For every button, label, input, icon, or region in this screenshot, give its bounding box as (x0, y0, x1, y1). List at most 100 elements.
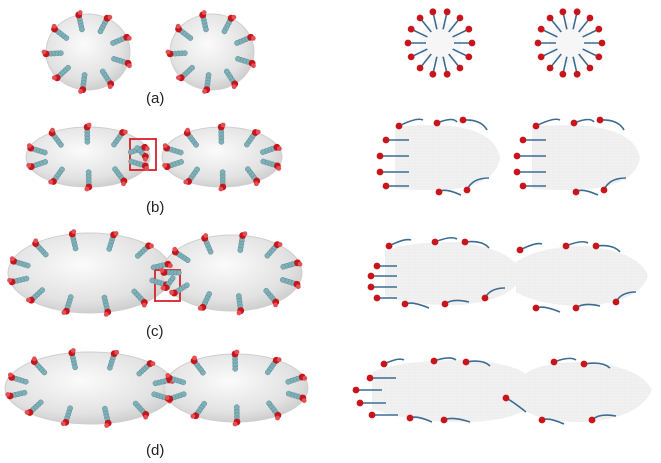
schematic-surfactant (429, 56, 438, 78)
schematic-surfactant (352, 386, 382, 394)
schematic-surfactant (519, 182, 546, 190)
surfactant-molecule (134, 145, 149, 162)
schematic-surfactant (356, 399, 386, 407)
surfactant-molecule (175, 64, 195, 82)
surfactant-molecules-d (5, 348, 308, 428)
surfactant-molecule (110, 33, 132, 46)
surfactant-molecule (171, 246, 191, 264)
surfactant-molecule (197, 291, 213, 311)
schematic-surfactant (546, 14, 562, 33)
schematic-surfactant (572, 8, 581, 30)
surfactant-molecule (111, 56, 132, 69)
surfactant-molecule (235, 293, 245, 316)
schematic-surfactant (366, 374, 396, 382)
surfactant-molecule (201, 233, 214, 255)
schematic-surfactant (406, 414, 433, 423)
surfactant-molecule (285, 390, 307, 403)
schematic-rod-left-c (385, 242, 522, 305)
schematic-surfactant (572, 56, 581, 78)
schematic-rod-left (395, 125, 500, 190)
surfactant-molecule (160, 275, 176, 292)
snapshot-row-c (7, 229, 303, 317)
schematic-surfactant (582, 48, 603, 61)
schematic-surfactant (559, 8, 568, 30)
surfactant-molecule (9, 256, 31, 269)
schematic-surfactant (537, 25, 558, 38)
schematic-surfactant (578, 53, 594, 72)
surfactant-molecule (150, 260, 173, 271)
schematic-surfactant (534, 39, 556, 47)
schematic-surfactant (463, 177, 490, 194)
surfactant-molecules-a (41, 10, 256, 94)
schematic-surfactant (572, 188, 599, 196)
surfactant-molecule (175, 23, 194, 41)
schematic-surfactant (416, 14, 432, 33)
surfactant-molecule (221, 14, 237, 35)
surfactant-molecule (30, 356, 48, 376)
surfactant-molecule (190, 400, 208, 420)
schematic-surfactant (367, 272, 397, 280)
schematic-surfactant (376, 152, 409, 160)
surfactant-molecule (78, 72, 88, 94)
surfactant-molecule (260, 143, 282, 155)
surfactant-molecule (223, 68, 239, 90)
schematic-drawings (352, 8, 652, 425)
schematic-surfactant (385, 238, 412, 250)
surfactant-molecule (279, 277, 301, 290)
schematic-surfactant (368, 411, 398, 419)
surfactant-molecule (60, 405, 73, 427)
schematic-surfactant (537, 48, 558, 61)
schematic-surfactant (532, 118, 561, 130)
surfactant-molecule (26, 143, 48, 156)
surfactant-molecule (112, 166, 128, 187)
schematic-surfactant (407, 25, 428, 38)
surfactant-molecule (111, 129, 128, 148)
schematic-rod-right-c (516, 246, 648, 306)
panel-label-b: (b) (146, 199, 164, 216)
highlight-box-c (154, 269, 181, 302)
schematic-surfactant (600, 177, 627, 194)
schematic-surfactant (513, 152, 546, 160)
schematic-row-b (376, 116, 640, 196)
schematic-surfactant (440, 416, 471, 424)
schematic-surfactant (382, 136, 409, 144)
schematic-surfactant (373, 294, 397, 302)
surfactant-molecule (264, 241, 283, 259)
panel-label-a: (a) (146, 90, 164, 107)
schematic-surfactant (513, 168, 546, 176)
surfactant-molecule (101, 294, 112, 317)
schematic-rod-right (532, 125, 640, 190)
surfactant-molecule (244, 129, 261, 148)
schematic-sphere-right (549, 22, 591, 64)
schematic-surfactant (612, 291, 637, 306)
surfactant-molecule (162, 159, 184, 171)
schematic-surfactant (572, 303, 601, 312)
surfactant-molecule (162, 143, 184, 156)
surfactant-molecule (202, 72, 212, 94)
surfactant-molecule (48, 166, 65, 185)
schematic-surfactant (532, 304, 561, 313)
schematic-surfactant (459, 116, 488, 131)
schematic-surfactant (442, 56, 451, 78)
surfactant-molecule (41, 49, 64, 58)
schematic-sphere-left (419, 22, 461, 64)
surfactant-molecule (48, 127, 64, 148)
surfactant-molecule (132, 400, 150, 420)
schematic-surfactant (448, 14, 464, 33)
schematic-surfactant (516, 242, 543, 254)
simulation-snapshots (4, 10, 309, 428)
surfactant-molecule (217, 122, 226, 145)
schematic-surfactants-d (352, 357, 617, 425)
schematic-row-c (367, 236, 648, 313)
surfactant-molecule (68, 348, 78, 371)
schematic-surfactant (481, 287, 506, 302)
surfactant-molecule (7, 372, 29, 385)
surfactant-molecule (68, 229, 79, 252)
surfactant-molecule (84, 169, 93, 192)
schematic-surfactant (404, 39, 426, 47)
surfactant-molecule (99, 68, 115, 90)
snapshot-row-d (4, 348, 309, 428)
surfactant-molecule (165, 373, 187, 386)
surfactant-molecule (26, 159, 49, 171)
schematic-surfactant (502, 394, 527, 413)
